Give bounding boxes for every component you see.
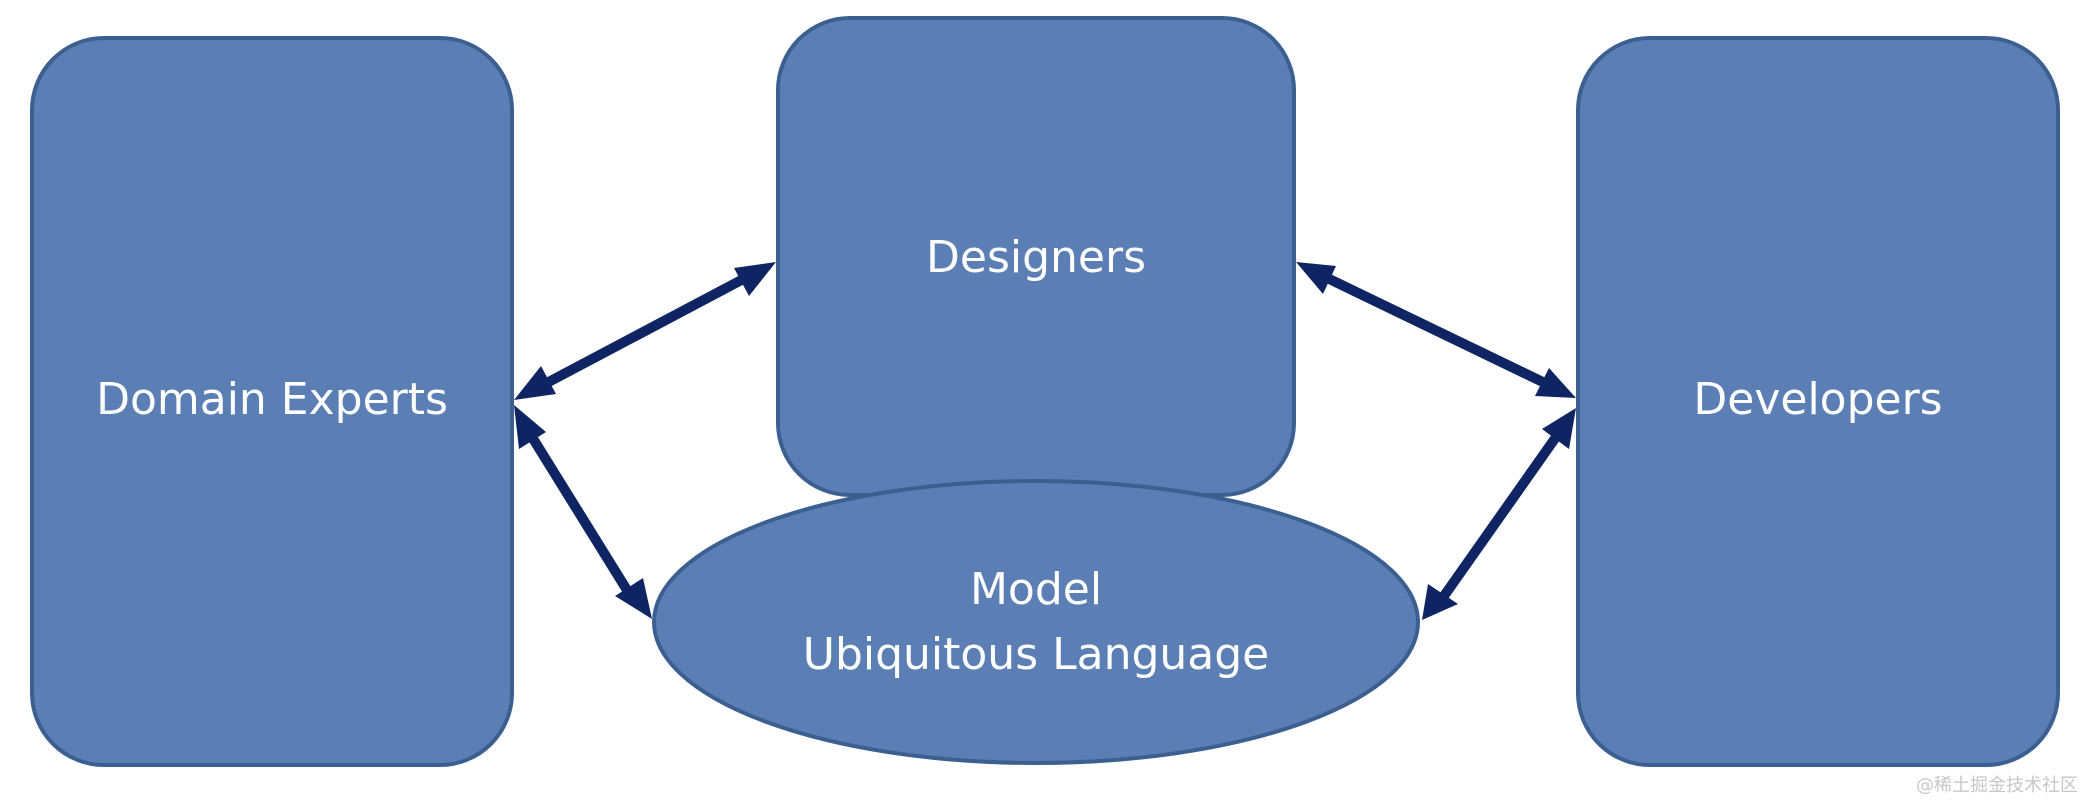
arrow-head-model-left-end [615,578,652,619]
domain-experts-label: Domain Experts [96,374,448,425]
arrow-head-model-right-end [1422,584,1458,620]
domain-experts-box [30,36,514,767]
arrow-designers-developers-shaft [1318,270,1552,390]
arrow-head-designers-right-end [1296,262,1336,294]
arrow-head-domain-lower-end [514,405,546,449]
arrow-domain-designers-shaft [538,271,752,391]
arrow-domain-model-shaft [527,434,640,606]
developers-box [1576,36,2060,767]
arrow-head-domain-end [514,366,556,400]
ubiquitous-language-label: Ubiquitous Language [803,629,1270,680]
model-label: Model [970,564,1102,615]
designers-label: Designers [926,232,1146,283]
watermark-text: @稀土掘金技术社区 [1916,775,2078,796]
model-ellipse [652,479,1420,765]
arrow-developers-model-shaft [1439,434,1561,599]
arrow-head-designers-end [734,262,776,296]
arrow-head-developers-lower-end [1542,408,1576,449]
arrow-head-developers-end [1535,368,1576,398]
developers-label: Developers [1693,374,1942,425]
